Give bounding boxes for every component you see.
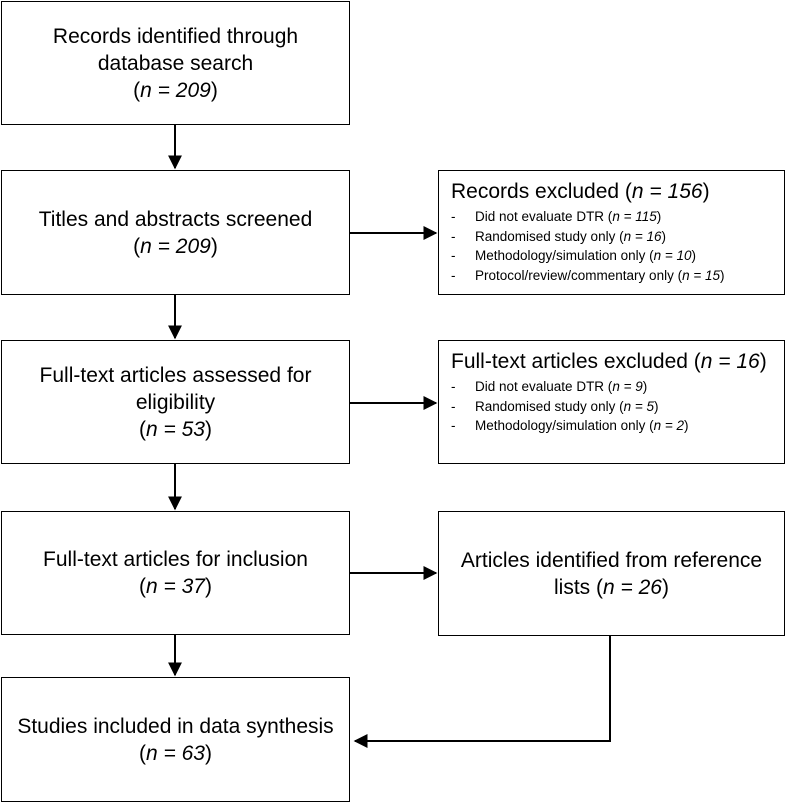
count-value: = 209 bbox=[151, 78, 211, 102]
n-symbol: n bbox=[146, 741, 158, 765]
close-paren: ) bbox=[702, 180, 710, 203]
box-reference-lists-line2: lists (n = 26) bbox=[554, 574, 669, 601]
close-paren: ) bbox=[759, 350, 767, 373]
count-value: = 37 bbox=[157, 575, 205, 598]
fulltext-excluded-heading: Full-text articles excluded (n = 16) bbox=[451, 349, 774, 374]
list-item: - Did not evaluate DTR (n = 9) bbox=[451, 377, 774, 397]
box-records-excluded: Records excluded (n = 156) - Did not eval… bbox=[438, 170, 785, 295]
close-paren: ) bbox=[661, 575, 669, 599]
list-item: - Did not evaluate DTR (n = 115) bbox=[451, 207, 774, 227]
dash: - bbox=[451, 267, 456, 283]
heading-text: Records excluded ( bbox=[451, 180, 632, 203]
records-excluded-heading: Records excluded (n = 156) bbox=[451, 179, 774, 204]
count-value: n = 26 bbox=[603, 575, 662, 599]
heading-count: n = 156 bbox=[631, 180, 703, 203]
box-reference-lists-line1: Articles identified from reference bbox=[460, 548, 763, 572]
item-text: Did not evaluate DTR ( bbox=[475, 379, 613, 394]
dash: - bbox=[451, 209, 456, 224]
n-symbol: n bbox=[140, 234, 152, 258]
item-text: Randomised study only ( bbox=[475, 228, 624, 244]
box-fulltext-inclusion: Full-text articles for inclusion (n = 37… bbox=[1, 511, 350, 635]
box-fulltext-inclusion-count: (n = 37) bbox=[139, 575, 212, 598]
close-paren: ) bbox=[661, 228, 667, 244]
fulltext-excluded-list: - Did not evaluate DTR (n = 9) - Randomise… bbox=[451, 377, 774, 436]
box-studies-included-line1: Studies included in data synthesis bbox=[17, 714, 334, 738]
list-item: - Randomised study only (n = 5) bbox=[451, 397, 774, 417]
arrow-reference-lists-to-synthesis bbox=[353, 636, 611, 748]
item-count: n = 10 bbox=[653, 248, 692, 263]
records-excluded-list: - Did not evaluate DTR (n = 115) - Randomi… bbox=[451, 207, 774, 285]
heading-count: n = 16 bbox=[700, 350, 760, 373]
close-paren: ) bbox=[720, 267, 725, 283]
dash: - bbox=[451, 379, 456, 394]
n-symbol: n bbox=[146, 575, 158, 598]
list-item: - Protocol/review/commentary only (n = 15… bbox=[451, 266, 774, 286]
item-count: n = 2 bbox=[653, 418, 684, 433]
item-count: n = 9 bbox=[612, 379, 643, 394]
item-text: Randomised study only ( bbox=[475, 398, 624, 414]
box-reference-lists: Articles identified from reference lists… bbox=[438, 511, 785, 636]
list-item: - Randomised study only (n = 16) bbox=[451, 227, 774, 247]
box-studies-included-count: (n = 63) bbox=[139, 741, 212, 765]
close-paren: ) bbox=[642, 379, 648, 394]
item-text: Methodology/simulation only ( bbox=[475, 418, 654, 433]
box-fulltext-assessed: Full-text articles assessed for eligibil… bbox=[1, 340, 350, 464]
item-text: Did not evaluate DTR ( bbox=[475, 209, 613, 224]
item-count: n = 115 bbox=[612, 209, 657, 224]
item-count: n = 15 bbox=[682, 267, 720, 283]
close-paren: ) bbox=[691, 248, 697, 263]
box-titles-abstracts-screened: Titles and abstracts screened (n = 209) bbox=[1, 170, 350, 295]
list-item: - Methodology/simulation only (n = 10) bbox=[451, 246, 774, 266]
n-symbol: n bbox=[140, 78, 152, 102]
box-records-identified-count: (n = 209) bbox=[133, 78, 218, 102]
count-value: = 63 bbox=[157, 741, 205, 765]
box-fulltext-assessed-count: (n = 53) bbox=[139, 417, 212, 441]
dash: - bbox=[451, 418, 456, 433]
item-count: n = 5 bbox=[623, 398, 654, 414]
box-fulltext-assessed-line2: eligibility bbox=[135, 390, 216, 414]
close-paren: ) bbox=[684, 418, 689, 433]
dash: - bbox=[451, 398, 456, 414]
item-text: Protocol/review/commentary only ( bbox=[475, 267, 683, 283]
box-titles-abstracts-screened-line1: Titles and abstracts screened bbox=[38, 207, 313, 231]
heading-text: Full-text articles excluded ( bbox=[451, 350, 701, 373]
dash: - bbox=[451, 248, 456, 263]
item-count: n = 16 bbox=[623, 228, 662, 244]
box-fulltext-inclusion-line1: Full-text articles for inclusion bbox=[43, 548, 308, 571]
line-text: lists ( bbox=[554, 575, 603, 599]
box-studies-included: Studies included in data synthesis (n = … bbox=[1, 677, 350, 802]
dash: - bbox=[451, 228, 456, 244]
box-records-identified-line1: Records identified through bbox=[52, 24, 299, 48]
count-value: = 53 bbox=[157, 417, 205, 441]
close-paren: ) bbox=[653, 398, 659, 414]
list-item: - Methodology/simulation only (n = 2) bbox=[451, 416, 774, 436]
n-symbol: n bbox=[146, 417, 158, 441]
count-value: = 209 bbox=[151, 234, 211, 258]
box-records-identified-line2: database search bbox=[97, 51, 254, 75]
box-fulltext-assessed-line1: Full-text articles assessed for bbox=[39, 363, 312, 387]
box-records-identified: Records identified through database sear… bbox=[1, 1, 350, 125]
box-fulltext-excluded: Full-text articles excluded (n = 16) - Di… bbox=[438, 340, 785, 464]
item-text: Methodology/simulation only ( bbox=[475, 248, 654, 263]
close-paren: ) bbox=[656, 209, 662, 224]
box-titles-abstracts-screened-count: (n = 209) bbox=[133, 234, 218, 258]
